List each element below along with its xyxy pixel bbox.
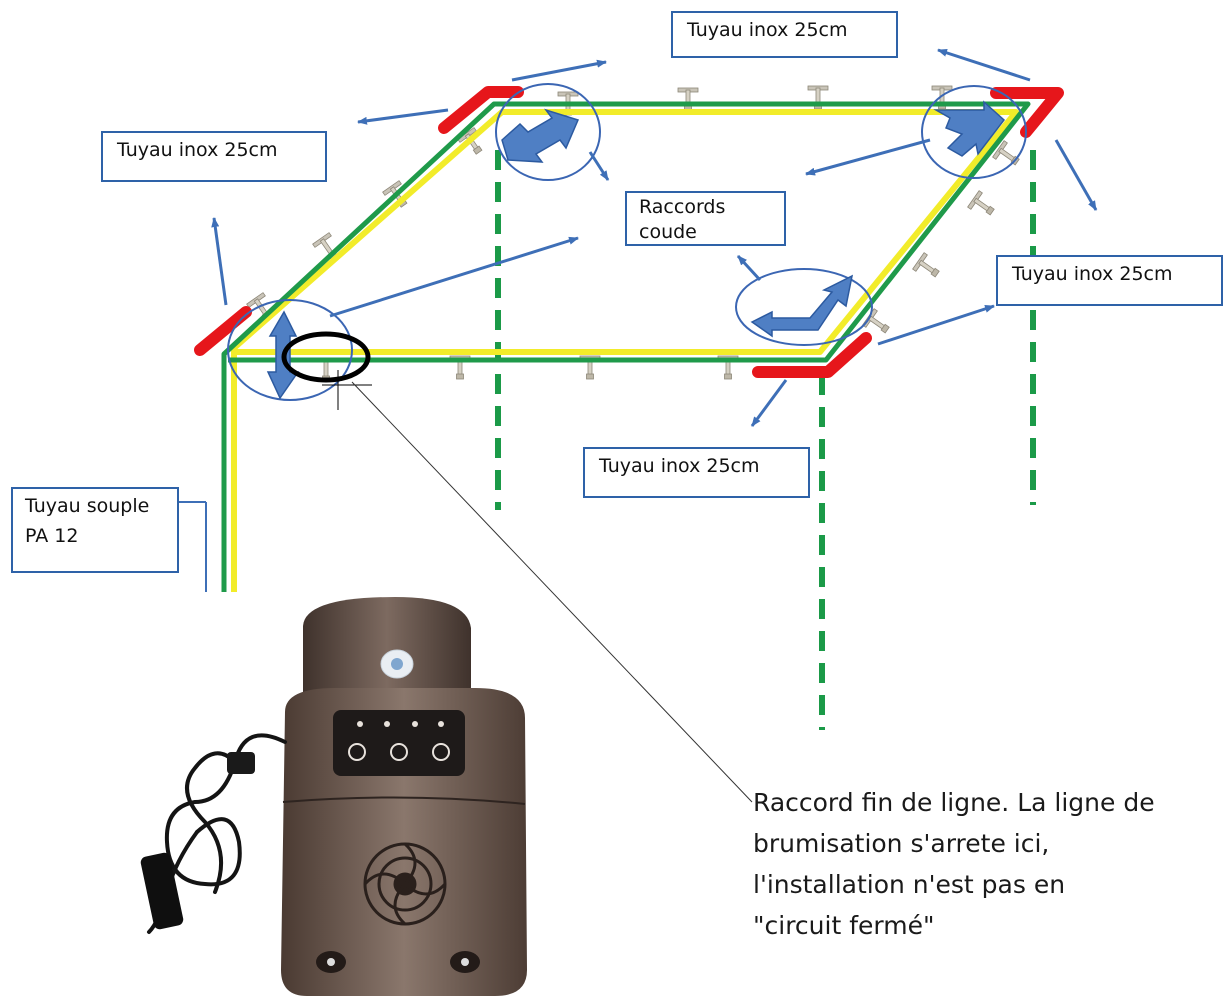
green-pipe	[221, 101, 1031, 600]
arrow-icon	[1054, 139, 1098, 211]
label-right-pipe: Tuyau inox 25cm	[996, 255, 1223, 306]
frame-legs	[495, 150, 1036, 730]
elbow-front-left	[194, 306, 252, 356]
note-line: "circuit fermé"	[753, 911, 935, 940]
arrow-icon	[750, 379, 788, 427]
label-bottom-pipe-text: Tuyau inox 25cm	[599, 455, 760, 477]
elbow-back-right	[990, 87, 1064, 138]
misting-pump-photo	[135, 592, 533, 1005]
double-arrow-icon	[501, 108, 580, 163]
arrow-icon	[805, 138, 931, 176]
note-line: l'installation n'est pas en	[753, 870, 1066, 899]
label-elbow-fittings: Raccords coude	[625, 191, 786, 246]
highlight-circle	[921, 85, 1027, 179]
label-top-pipe: Tuyau inox 25cm	[671, 11, 898, 58]
nozzle-icon	[912, 252, 944, 283]
arrow-icon	[937, 48, 1031, 82]
label-left-pipe-text: Tuyau inox 25cm	[117, 139, 278, 161]
fan-grille-icon	[363, 842, 447, 926]
yellow-pipe	[231, 109, 1019, 600]
label-elbow-line1: Raccords	[639, 196, 726, 218]
elbow-fittings	[194, 86, 1064, 378]
elbow-back-left	[438, 86, 524, 134]
arrow-icon	[877, 304, 995, 346]
pointer-arrows	[211, 48, 1098, 427]
label-hose-line1: Tuyau souple	[25, 495, 150, 517]
arrow-icon	[211, 217, 228, 306]
elbow-front-right	[752, 332, 872, 378]
end-of-line-marker	[281, 331, 371, 383]
label-flexible-hose: Tuyau souple PA 12	[11, 487, 179, 573]
highlight-circle	[495, 83, 601, 181]
note-line: Raccord fin de ligne. La ligne de	[753, 788, 1155, 817]
label-right-pipe-text: Tuyau inox 25cm	[1012, 263, 1173, 285]
arrow-icon	[588, 151, 610, 181]
arrow-icon	[357, 108, 449, 125]
note-line: brumisation s'arrete ici,	[753, 829, 1050, 858]
nozzle-icon	[967, 190, 999, 221]
label-bottom-pipe: Tuyau inox 25cm	[583, 447, 810, 498]
label-left-pipe: Tuyau inox 25cm	[101, 131, 327, 182]
highlight-circle	[735, 268, 873, 346]
label-elbow-line2: coude	[639, 221, 697, 243]
note-leader-line	[351, 381, 753, 803]
label-top-pipe-text: Tuyau inox 25cm	[687, 19, 848, 41]
nozzle-icon	[677, 87, 699, 112]
end-of-line-note: Raccord fin de ligne. La ligne de brumis…	[753, 782, 1213, 946]
arrow-icon	[511, 59, 607, 82]
elbow-highlights	[227, 83, 1027, 401]
double-arrow-icon	[750, 274, 854, 338]
arrow-icon	[329, 236, 579, 318]
highlight-circle	[227, 299, 353, 401]
double-arrow-icon	[933, 100, 1006, 157]
label-hose-line2: PA 12	[25, 525, 79, 547]
arrow-icon	[736, 254, 762, 282]
